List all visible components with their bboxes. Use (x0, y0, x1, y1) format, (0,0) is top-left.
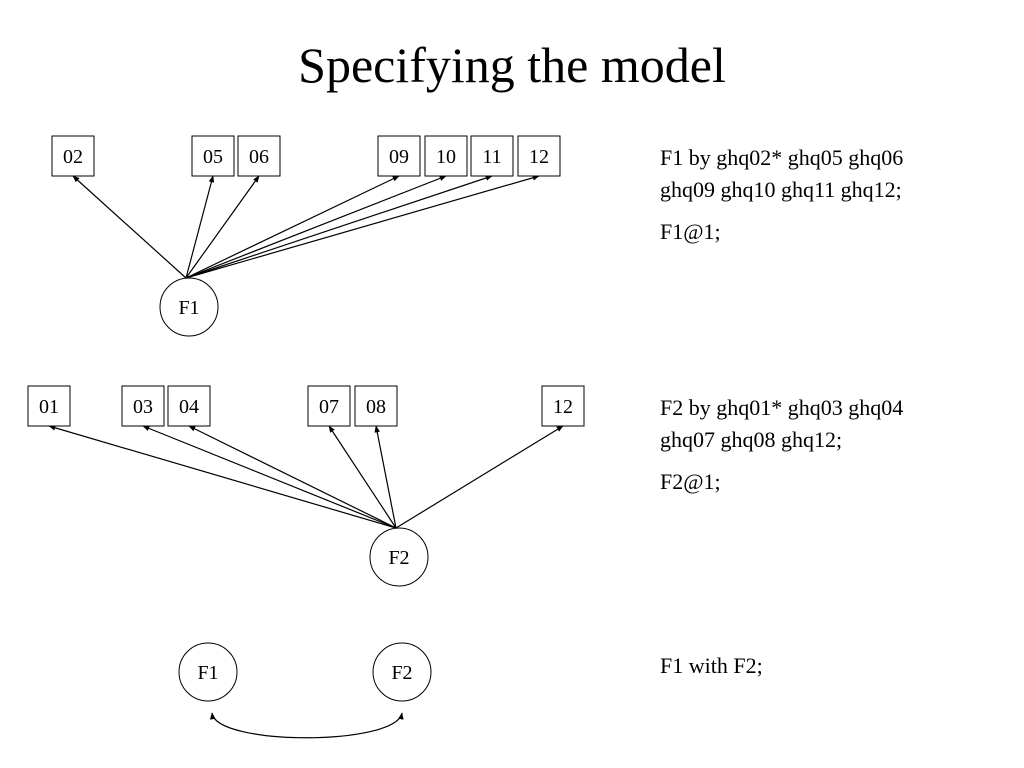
path-f1-to-10 (185, 175, 447, 279)
indicator-rect (51, 135, 95, 177)
indicator-label: 09 (389, 146, 409, 168)
factor-label: F1 (178, 297, 199, 319)
syntax-f1-by-line2: ghq09 ghq10 ghq11 ghq12; (660, 177, 902, 202)
indicator-rect (237, 135, 281, 177)
syntax-f1-fix: F1@1; (660, 219, 721, 244)
covariance-factor-f2: F2 (372, 642, 432, 702)
indicator-rect (377, 135, 421, 177)
indicator-label: 12 (553, 396, 573, 418)
path-f1-to-09 (185, 175, 400, 279)
indicator-label: 11 (482, 146, 501, 168)
path-f1-to-02 (72, 175, 187, 279)
indicator-box-f2-12: 12 (541, 385, 585, 427)
indicator-box-f2-04: 04 (167, 385, 211, 427)
covariance-arrow (210, 712, 404, 739)
path-f2-to-03 (142, 425, 397, 529)
factor-circle (159, 277, 219, 337)
covariance-factor-f1: F1 (178, 642, 238, 702)
syntax-f1-with-f2: F1 with F2; (660, 653, 763, 678)
indicator-box-f2-08: 08 (354, 385, 398, 427)
indicator-label: 01 (39, 396, 59, 418)
path-f1-to-11 (185, 175, 493, 279)
indicator-label: 05 (203, 146, 223, 168)
path-f2-to-12 (395, 425, 564, 529)
indicator-rect (27, 385, 71, 427)
indicator-box-f1-06: 06 (237, 135, 281, 177)
path-f1-to-05 (185, 175, 215, 279)
indicator-box-f1-05: 05 (191, 135, 235, 177)
syntax-f2-by-line1: F2 by ghq01* ghq03 ghq04 (660, 395, 904, 420)
slide-title: Specifying the model (298, 37, 726, 93)
factor-circle (178, 642, 238, 702)
indicator-rect (424, 135, 468, 177)
factor-label: F2 (388, 547, 409, 569)
factor-circle (372, 642, 432, 702)
indicator-box-f1-09: 09 (377, 135, 421, 177)
indicator-label: 10 (436, 146, 456, 168)
indicator-label: 12 (529, 146, 549, 168)
indicator-box-f1-12: 12 (517, 135, 561, 177)
indicator-rect (307, 385, 351, 427)
indicator-box-f1-10: 10 (424, 135, 468, 177)
factor-label: F2 (391, 662, 412, 684)
indicator-label: 06 (249, 146, 269, 168)
indicator-box-f2-07: 07 (307, 385, 351, 427)
path-f2-to-07 (328, 425, 397, 529)
indicator-rect (517, 135, 561, 177)
indicator-label: 02 (63, 146, 83, 168)
indicator-rect (121, 385, 165, 427)
indicator-label: 04 (179, 396, 199, 418)
factor-circle (369, 527, 429, 587)
path-f2-to-01 (48, 425, 397, 529)
indicator-rect (191, 135, 235, 177)
indicator-box-f1-11: 11 (470, 135, 514, 177)
indicator-label: 03 (133, 396, 153, 418)
path-f1-to-06 (185, 175, 260, 279)
syntax-f2-by-line2: ghq07 ghq08 ghq12; (660, 427, 843, 452)
path-f2-to-08 (374, 425, 397, 529)
syntax-block-f2: F2 by ghq01* ghq03 ghq04 ghq07 ghq08 ghq… (660, 392, 903, 498)
factor-node-f2: F2 (369, 527, 429, 587)
indicator-rect (470, 135, 514, 177)
indicator-rect (167, 385, 211, 427)
indicator-rect (354, 385, 398, 427)
factor-label: F1 (197, 662, 218, 684)
syntax-block-f1: F1 by ghq02* ghq05 ghq06 ghq09 ghq10 ghq… (660, 142, 903, 248)
factor-node-f1: F1 (159, 277, 219, 337)
path-f2-to-04 (188, 425, 397, 529)
syntax-f2-fix: F2@1; (660, 469, 721, 494)
indicator-box-f1-02: 02 (51, 135, 95, 177)
indicator-box-f2-03: 03 (121, 385, 165, 427)
syntax-block-with: F1 with F2; (660, 650, 763, 682)
indicator-label: 07 (319, 396, 339, 418)
path-f1-to-12 (185, 175, 540, 279)
syntax-f1-by-line1: F1 by ghq02* ghq05 ghq06 (660, 145, 904, 170)
indicator-label: 08 (366, 396, 386, 418)
indicator-box-f2-01: 01 (27, 385, 71, 427)
indicator-rect (541, 385, 585, 427)
